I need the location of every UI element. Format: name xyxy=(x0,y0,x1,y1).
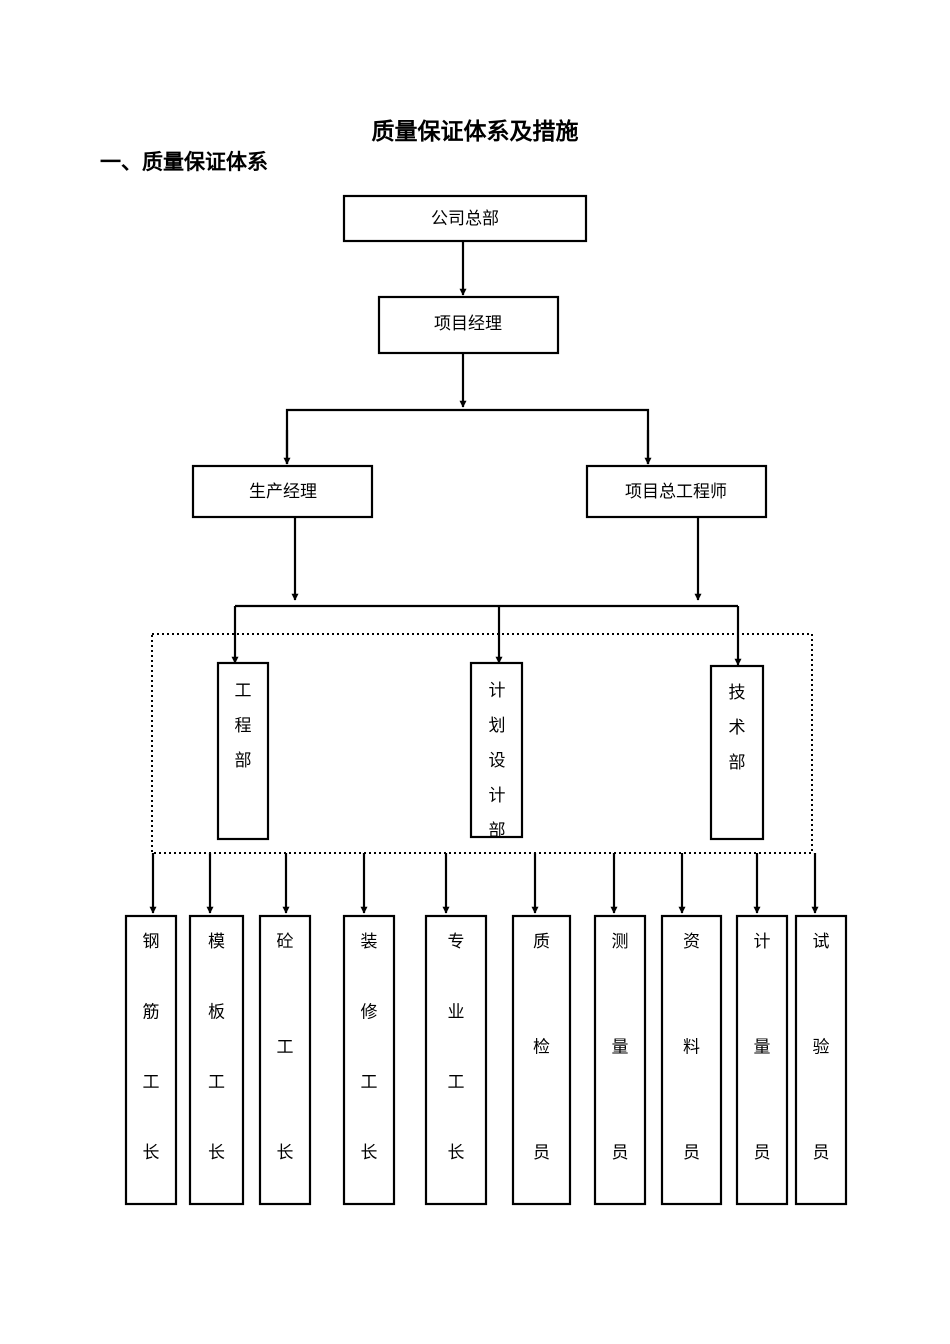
role-node: 计量员 xyxy=(735,853,789,1206)
role-label: 模板工长 xyxy=(208,932,225,1163)
role-label: 钢筋工长 xyxy=(143,932,160,1163)
bottom-roles-group: 钢筋工长 模板工长 砼工长 装修工长 专业工长 质检员 测量员 资料员 计量员 试验员 xyxy=(124,853,848,1206)
node-hq: 公司总部 xyxy=(342,194,588,243)
role-label: 砼工长 xyxy=(277,932,294,1163)
node-plan-label: 计划设计部 xyxy=(489,681,506,841)
role-label: 计量员 xyxy=(754,932,771,1163)
node-eng-label: 工程部 xyxy=(235,681,252,771)
role-box xyxy=(124,914,178,1206)
node-chief: 项目总工程师 xyxy=(585,464,768,519)
role-box xyxy=(258,914,312,1206)
node-tech: 技术部 xyxy=(709,664,765,841)
node-eng: 工程部 xyxy=(216,661,270,841)
node-pm: 项目经理 xyxy=(377,295,560,355)
section-heading: 一、质量保证体系 xyxy=(100,150,268,174)
role-node: 砼工长 xyxy=(258,853,312,1206)
role-box xyxy=(593,914,647,1206)
role-label: 资料员 xyxy=(683,932,700,1163)
role-node: 专业工长 xyxy=(424,853,488,1206)
role-node: 钢筋工长 xyxy=(124,853,178,1206)
role-node: 模板工长 xyxy=(188,853,245,1206)
node-hq-label: 公司总部 xyxy=(431,209,499,229)
role-node: 质检员 xyxy=(511,853,572,1206)
role-node: 装修工长 xyxy=(342,853,396,1206)
role-label: 专业工长 xyxy=(448,932,465,1163)
role-box xyxy=(511,914,572,1206)
role-box xyxy=(188,914,245,1206)
split-line xyxy=(285,408,650,464)
connectors xyxy=(231,241,742,666)
role-node: 测量员 xyxy=(593,853,647,1206)
node-pm-label: 项目经理 xyxy=(434,314,502,334)
role-label: 装修工长 xyxy=(361,932,378,1163)
node-prod: 生产经理 xyxy=(191,464,374,519)
node-plan: 计划设计部 xyxy=(469,661,524,841)
role-node: 试验员 xyxy=(794,853,848,1206)
role-label: 质检员 xyxy=(533,932,550,1163)
role-label: 测量员 xyxy=(612,932,629,1163)
role-label: 试验员 xyxy=(813,932,830,1163)
role-box xyxy=(342,914,396,1206)
node-tech-label: 技术部 xyxy=(729,683,746,773)
department-group-frame xyxy=(151,633,813,854)
node-prod-label: 生产经理 xyxy=(249,482,317,502)
role-node: 资料员 xyxy=(660,853,723,1206)
role-box xyxy=(794,914,848,1206)
node-chief-label: 项目总工程师 xyxy=(625,482,727,502)
page-title: 质量保证体系及措施 xyxy=(371,119,579,145)
role-box xyxy=(735,914,789,1206)
role-box xyxy=(660,914,723,1206)
role-box xyxy=(424,914,488,1206)
